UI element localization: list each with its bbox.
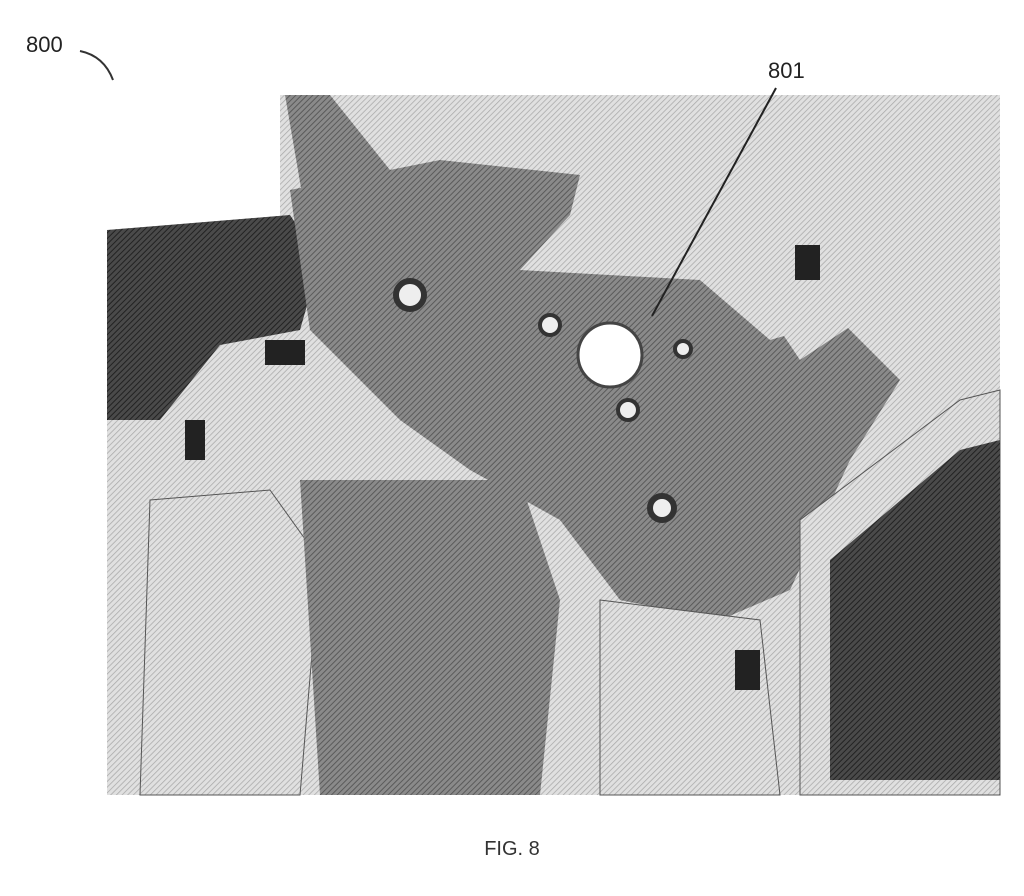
right-rail	[760, 110, 1000, 360]
clamp-knob	[795, 245, 820, 280]
bolt-hole	[393, 278, 427, 312]
bolt-hole	[673, 339, 693, 359]
lower-center-block	[300, 480, 560, 795]
clamp-knob	[185, 420, 205, 460]
lower-left-clamp	[139, 489, 321, 796]
clamp-knob	[265, 340, 305, 365]
lower-right-block	[599, 599, 781, 796]
right-arch-inner	[830, 440, 1000, 780]
bolt-hole	[616, 398, 640, 422]
leader-line-800	[79, 50, 114, 81]
main-panel-801	[290, 160, 900, 620]
center-hole	[576, 321, 644, 389]
left-bracket	[107, 215, 320, 420]
reference-numeral-800: 800	[26, 32, 63, 57]
rendered-assembly	[107, 95, 1001, 796]
leader-line-801	[651, 87, 777, 317]
reference-numeral-801: 801	[768, 58, 805, 83]
figure-caption: FIG. 8	[484, 838, 540, 860]
bolt-hole	[647, 493, 677, 523]
clamp-knob	[735, 650, 760, 690]
bolt-hole	[538, 313, 562, 337]
